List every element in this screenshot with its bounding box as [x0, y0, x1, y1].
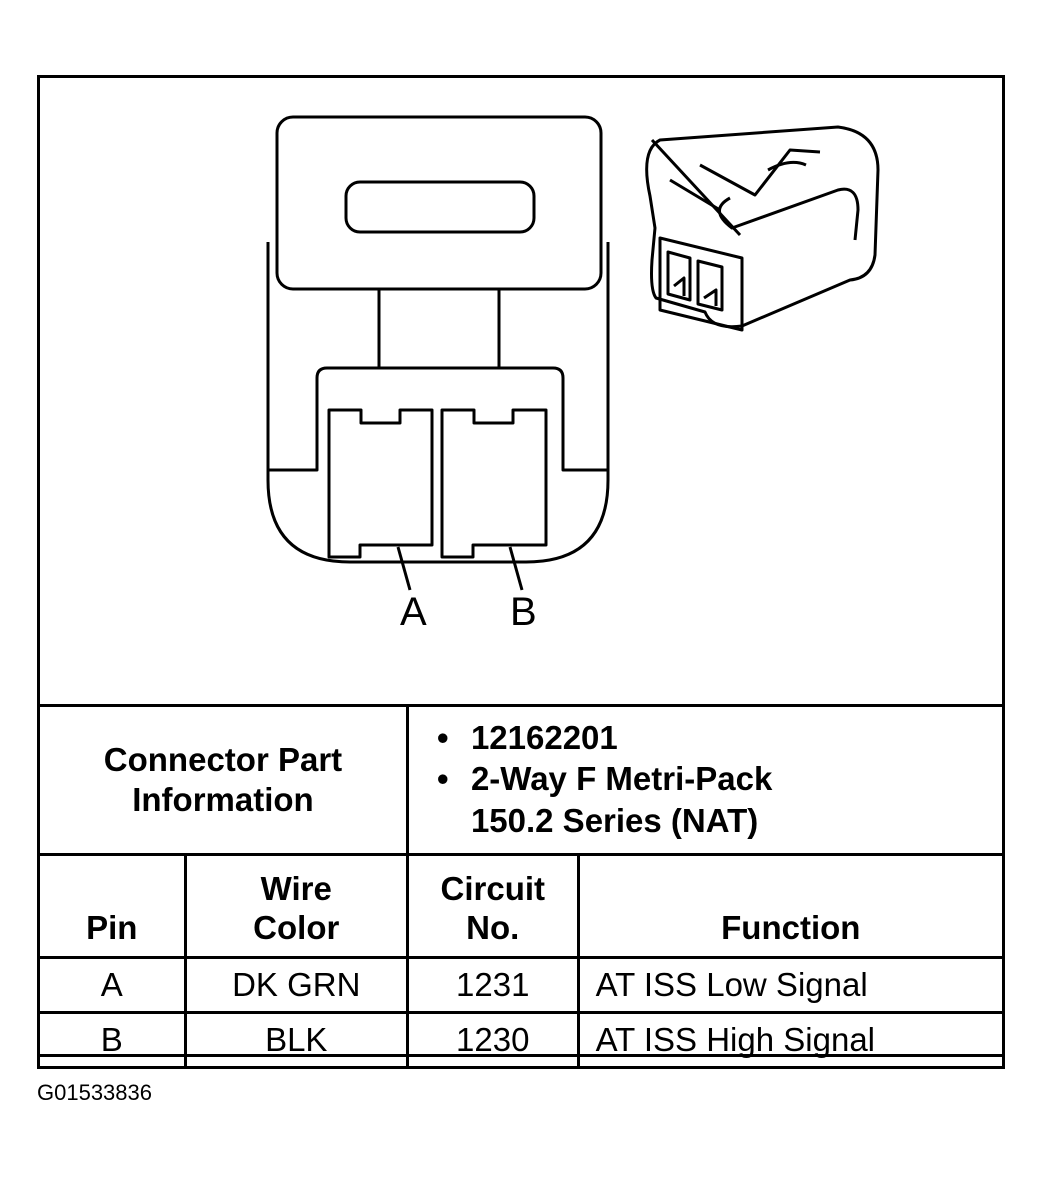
header-pin: Pin	[37, 853, 187, 959]
connector-isometric	[645, 125, 880, 332]
part-info-label-line2: Information	[132, 781, 314, 818]
header-circuit-line1: Circuit	[440, 869, 546, 907]
iso-cavity-a	[666, 250, 692, 302]
connector-face	[266, 115, 610, 591]
connector-drawing	[266, 115, 880, 591]
column-header-row: Pin Wire Color Circuit No. Function	[37, 853, 1006, 959]
connector-info-table: Connector Part Information 12162201 2-Wa…	[37, 704, 1006, 1069]
cavity-a	[327, 408, 434, 559]
figure-id: G01533836	[37, 1080, 152, 1105]
row-b-function: AT ISS High Signal	[576, 1011, 1006, 1069]
row-a-wire-color: DK GRN	[183, 956, 409, 1014]
pin-label-a: A	[400, 590, 427, 634]
iso-cavity-b	[696, 259, 724, 312]
part-info-label: Connector Part Information	[37, 704, 409, 856]
description-line2: 150.2 Series (NAT)	[470, 801, 759, 839]
header-circuit-line2: No.	[466, 909, 520, 947]
cavity-b	[440, 408, 548, 559]
header-function: Function	[576, 853, 1006, 959]
table-row: B BLK 1230 AT ISS High Signal	[37, 1011, 1006, 1069]
header-wire-color-line1: Wire	[260, 869, 332, 907]
part-info-label-line1: Connector Part	[103, 741, 343, 779]
header-circuit: Circuit No.	[405, 853, 580, 959]
description-line1: 2-Way F Metri-Pack	[437, 758, 1002, 800]
latch-tab	[275, 115, 603, 291]
leader-line-a	[396, 546, 412, 591]
part-number: 12162201	[437, 717, 1002, 759]
header-wire-color-line2: Color	[253, 909, 340, 947]
row-a-circuit: 1231	[405, 956, 580, 1014]
row-b-circuit: 1230	[405, 1011, 580, 1069]
connector-body	[266, 242, 610, 564]
row-b-pin: B	[37, 1011, 187, 1069]
row-b-wire-color: BLK	[183, 1011, 409, 1069]
part-info-row: Connector Part Information 12162201 2-Wa…	[37, 704, 1006, 856]
row-a-function: AT ISS Low Signal	[576, 956, 1006, 1014]
pin-label-b: B	[510, 590, 537, 634]
latch-slot	[344, 180, 536, 234]
table-row: A DK GRN 1231 AT ISS Low Signal	[37, 956, 1006, 1014]
part-info-details: 12162201 2-Way F Metri-Pack 150.2 Series…	[405, 704, 1006, 856]
header-wire-color: Wire Color	[183, 853, 409, 959]
row-a-pin: A	[37, 956, 187, 1014]
leader-line-b	[508, 546, 524, 591]
